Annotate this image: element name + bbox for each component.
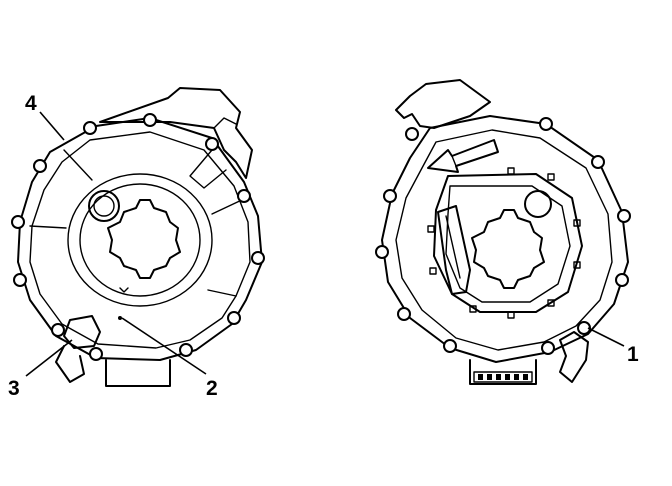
leader-1 — [587, 327, 625, 347]
left-housing — [11, 87, 265, 387]
right-port-boss — [559, 331, 589, 383]
left-bolt-heads — [11, 113, 265, 361]
right-center-plate — [433, 173, 583, 313]
right-bottom-connector — [469, 359, 537, 385]
left-sensor-boss — [63, 315, 101, 349]
callout-4: 4 — [25, 92, 37, 115]
callout-labels: 4 3 2 1 — [8, 92, 639, 400]
left-drain-point — [118, 316, 122, 320]
right-outer-casing — [381, 115, 629, 363]
left-pilot-hole — [88, 190, 120, 222]
callout-2: 2 — [206, 377, 218, 400]
leader-3 — [25, 339, 73, 377]
right-bolt-heads — [375, 117, 631, 355]
right-plate-tabs — [427, 167, 581, 319]
left-spline-bore — [107, 199, 181, 279]
leader-4 — [39, 111, 65, 141]
right-top-flange — [395, 79, 491, 129]
right-oil-slot — [437, 205, 471, 295]
right-spline-bore — [471, 209, 545, 289]
left-bottom-foot — [105, 359, 171, 387]
right-pilot-hole — [524, 190, 552, 218]
left-outer-casing — [17, 117, 263, 361]
rotation-arrow-icon — [427, 139, 499, 173]
right-connector-pins — [478, 374, 528, 380]
leader-2 — [121, 317, 207, 375]
left-top-flange — [99, 87, 253, 179]
right-housing — [375, 79, 631, 385]
callout-leaders — [25, 111, 625, 377]
left-hub-outer-ring — [67, 173, 213, 307]
callout-3: 3 — [8, 377, 20, 400]
left-inner-wall — [29, 131, 251, 349]
right-inner-wall — [395, 129, 613, 351]
left-hub-inner-ring — [79, 183, 201, 297]
callout-1: 1 — [627, 343, 639, 366]
